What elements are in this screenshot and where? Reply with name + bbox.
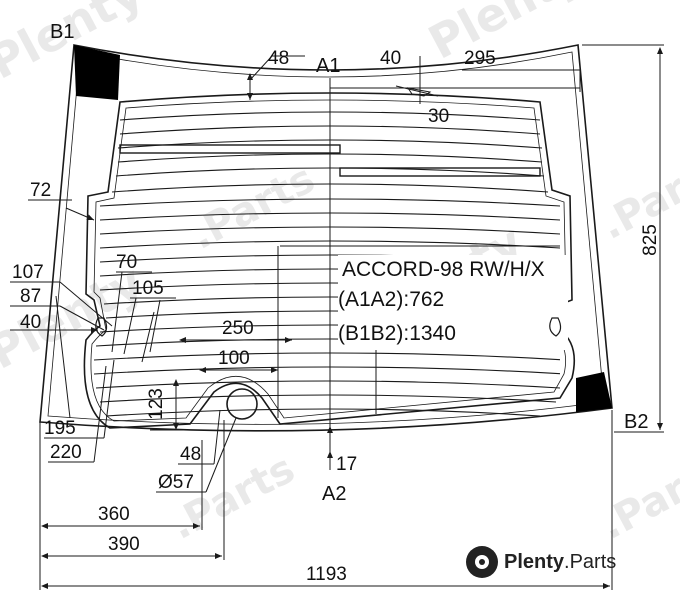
watermark-text: .Parts: [593, 446, 680, 549]
dim-40: 40: [380, 48, 401, 69]
dim-360: 360: [98, 504, 130, 525]
dim-105: 105: [132, 278, 164, 299]
model-b1b2: (B1B2):1340: [338, 322, 456, 345]
antenna-band: [119, 144, 341, 154]
dim-17: 17: [336, 454, 357, 475]
dim-72: 72: [30, 180, 51, 201]
dim-line: [111, 271, 123, 353]
dim-line: [149, 299, 161, 353]
dim-line: [65, 207, 95, 221]
leader-line: [249, 55, 273, 81]
glass-outline: [39, 44, 613, 432]
dim-line: [395, 85, 439, 97]
logo-domain: .Parts: [564, 550, 617, 573]
dim-30: 30: [428, 106, 449, 127]
b2-black-corner: [576, 372, 612, 412]
dim-825: 825: [640, 224, 661, 256]
sensor-mark: [406, 87, 432, 97]
dim-line: [103, 359, 115, 439]
dim-70: 70: [116, 252, 137, 273]
dim-line: [55, 295, 71, 419]
dim-line: [123, 297, 137, 355]
label-a2: A2: [322, 483, 346, 505]
logo-brand: Plenty: [504, 550, 565, 573]
heater-grid-border-inner: [90, 99, 567, 422]
dim-48-bottom: 48: [180, 444, 201, 465]
dim-line: [59, 281, 113, 327]
left-bracket: [95, 317, 108, 337]
label-b2: B2: [624, 411, 648, 433]
dim-390: 390: [108, 534, 140, 555]
dim-195: 195: [44, 418, 76, 439]
dim-line: [93, 365, 107, 463]
watermark-text: .Parts: [593, 146, 680, 249]
antenna-band: [339, 167, 541, 177]
model-name: ACCORD-98 RW/H/X: [342, 258, 545, 281]
b1-black-corner: [74, 45, 120, 100]
label-b1: B1: [50, 21, 74, 43]
dim-250: 250: [222, 318, 254, 339]
dim-40-left: 40: [20, 312, 41, 333]
plenty-logo-icon: [466, 546, 498, 578]
label-a1: A1: [316, 55, 340, 77]
dim-220: 220: [50, 442, 82, 463]
wiper-hole: [226, 388, 258, 420]
dim-line: [59, 305, 105, 331]
dim-123: 123: [146, 388, 167, 420]
dim-87: 87: [20, 286, 41, 307]
dim-57: Ø57: [158, 472, 194, 493]
dim-100: 100: [218, 348, 250, 369]
dim-line: [205, 417, 237, 493]
dim-295: 295: [464, 48, 496, 69]
right-bracket: [549, 317, 562, 337]
label-mask: [338, 255, 568, 350]
heater-grid-border: [83, 92, 576, 429]
model-a1a2: (A1A2):762: [338, 288, 444, 311]
dim-107: 107: [12, 262, 44, 283]
dim-48-top: 48: [268, 48, 289, 69]
dim-1193: 1193: [306, 564, 347, 585]
plenty-parts-logo: Plenty.Parts: [504, 544, 616, 580]
watermark-text: Plenty: [420, 0, 591, 70]
dim-line: [213, 409, 221, 465]
dim-line: [141, 311, 155, 363]
